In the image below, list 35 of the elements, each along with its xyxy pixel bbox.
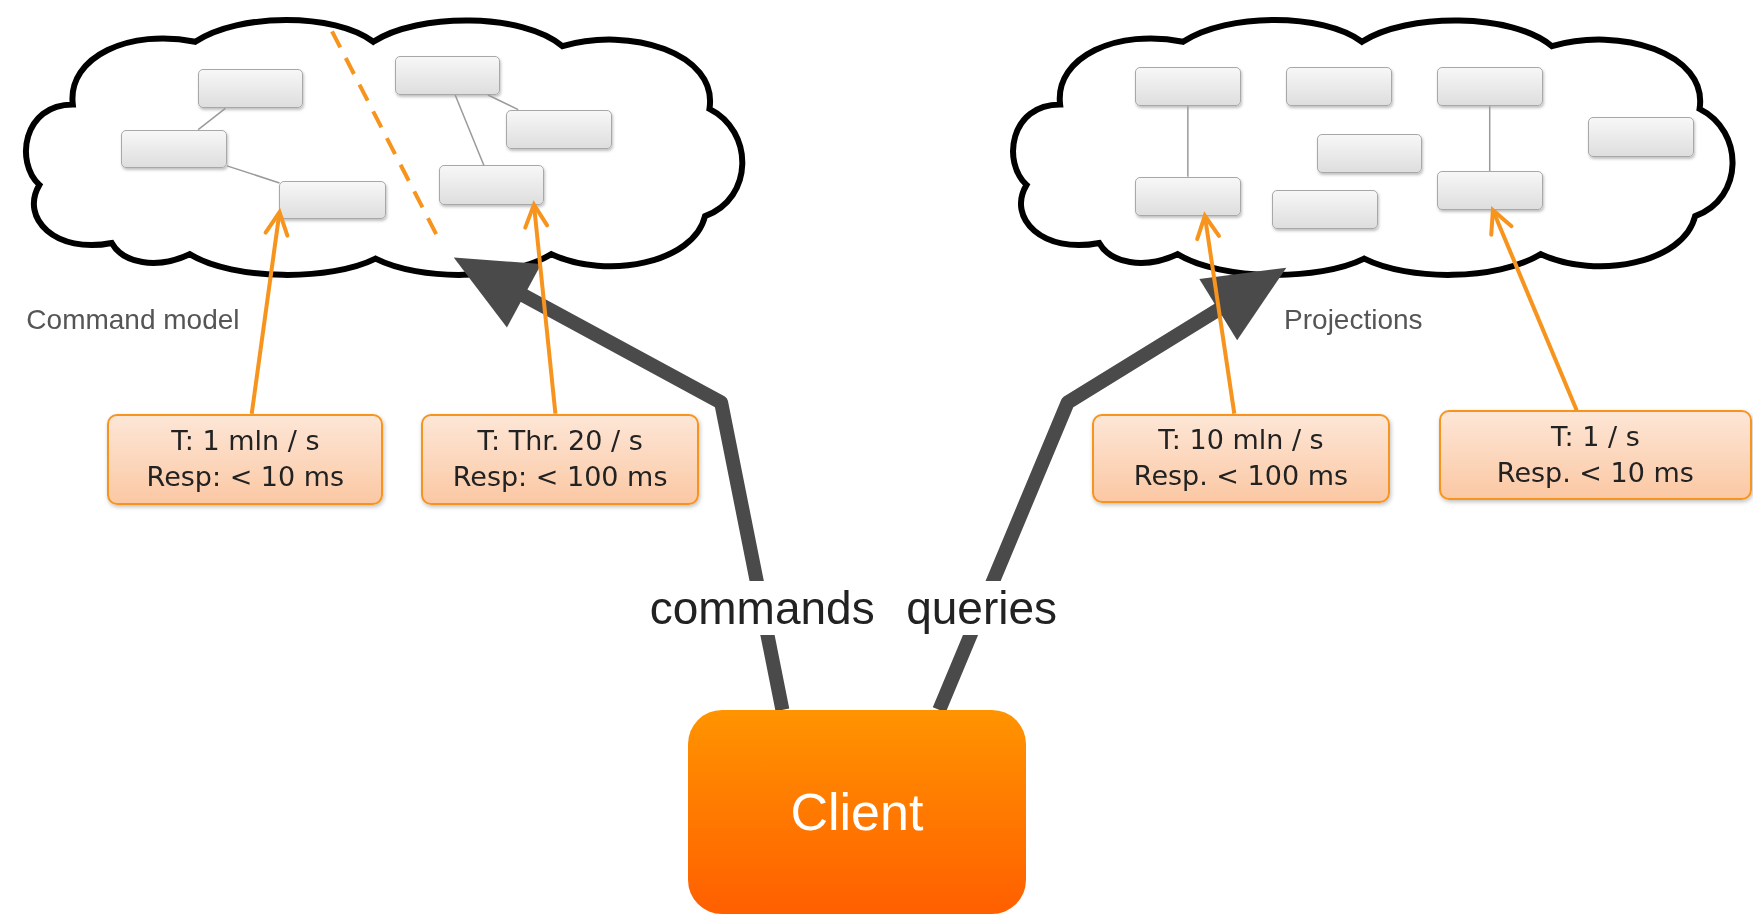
metric-text: T: Thr. 20 / s xyxy=(477,424,643,459)
small-box xyxy=(1316,134,1423,174)
small-box xyxy=(1134,67,1241,107)
small-box xyxy=(1285,67,1392,107)
small-box xyxy=(1587,117,1694,157)
arrow xyxy=(1195,213,1237,414)
thick-arrow xyxy=(932,267,1287,713)
metric-text: Resp: < 10 ms xyxy=(146,460,345,495)
metric-text: T: 10 mln / s xyxy=(1158,422,1324,457)
arrow xyxy=(1489,208,1579,412)
small-box xyxy=(197,69,303,109)
arrow xyxy=(249,210,290,414)
connector-line xyxy=(197,107,227,131)
connector-line xyxy=(1187,105,1189,178)
arrow xyxy=(523,202,558,414)
client-box: Client xyxy=(687,709,1027,915)
metric-text: T: 1 mln / s xyxy=(171,424,320,459)
small-box xyxy=(120,129,227,168)
small-box xyxy=(506,109,612,149)
metric-text: T: 1 / s xyxy=(1551,419,1640,454)
small-box xyxy=(1134,176,1241,216)
small-box xyxy=(1272,190,1379,230)
connector-line xyxy=(1488,105,1491,172)
connector-line xyxy=(226,165,281,184)
small-box xyxy=(1436,67,1543,107)
small-box xyxy=(1436,171,1543,211)
metric-text: Resp. < 10 ms xyxy=(1496,456,1694,490)
metric-text: Resp: < 100 ms xyxy=(452,460,668,495)
small-box xyxy=(439,165,545,205)
connector-line xyxy=(454,94,485,167)
small-box xyxy=(279,181,386,220)
metric-text: Resp. < 100 ms xyxy=(1133,459,1349,494)
connector-line xyxy=(487,94,519,111)
thick-arrow xyxy=(453,257,790,712)
small-box xyxy=(394,55,500,95)
